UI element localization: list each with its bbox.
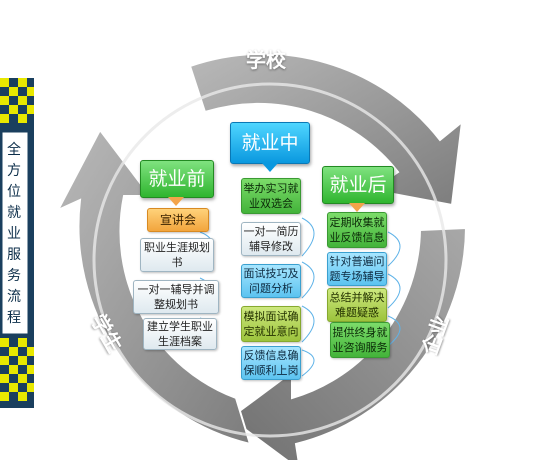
step-before-2: 职业生涯规划书 bbox=[140, 238, 214, 272]
step-after-2: 针对普遍问题专场辅导 bbox=[327, 252, 387, 286]
ring-arc-right bbox=[228, 226, 468, 460]
ring-arc-top bbox=[188, 52, 464, 207]
step-during-2: 一对一简历辅导修改 bbox=[241, 222, 301, 256]
phase-before-title: 就业前 bbox=[140, 160, 214, 198]
step-after-4: 提供终身就业咨询服务 bbox=[330, 322, 390, 358]
step-before-3: 一对一辅导并调整规划书 bbox=[133, 280, 219, 314]
step-during-3: 面试技巧及问题分析 bbox=[241, 264, 301, 298]
phase-after-title: 就业后 bbox=[322, 166, 394, 204]
step-after-1: 定期收集就业反馈信息 bbox=[327, 212, 387, 248]
step-during-1: 举办实习就业双选会 bbox=[241, 178, 301, 214]
checker-pattern bbox=[0, 78, 34, 408]
step-before-1: 宣讲会 bbox=[147, 208, 209, 232]
phase-after-pointer bbox=[349, 203, 365, 212]
step-during-4: 模拟面试确定就业意向 bbox=[241, 306, 301, 342]
phase-during-title: 就业中 bbox=[230, 122, 310, 164]
step-during-5: 反馈信息确保顺利上岗 bbox=[241, 346, 301, 380]
phase-before-pointer bbox=[168, 197, 184, 206]
label-school: 学校 bbox=[246, 48, 286, 72]
sidebar-title: 全方位就业服务流程 bbox=[7, 142, 21, 326]
step-before-4: 建立学生职业生涯档案 bbox=[143, 318, 217, 350]
phase-during-pointer bbox=[262, 163, 278, 172]
step-after-3: 总结并解决难题疑惑 bbox=[327, 288, 387, 322]
sidebar: 全方位就业服务流程 bbox=[0, 78, 34, 408]
